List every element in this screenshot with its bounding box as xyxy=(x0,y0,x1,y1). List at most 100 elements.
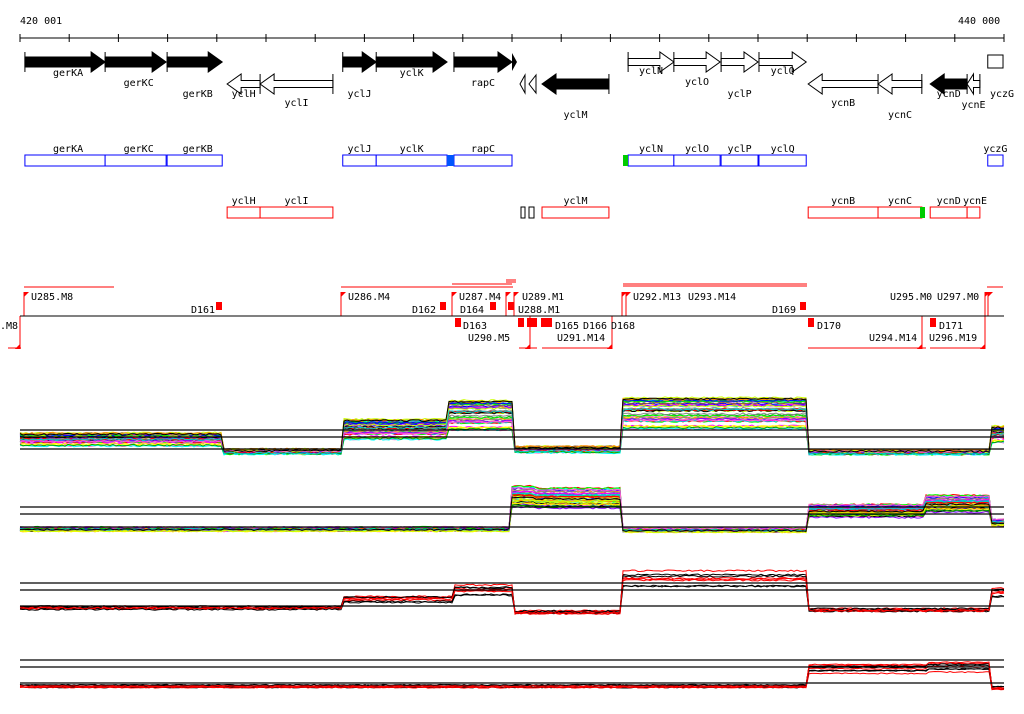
gene-arrow-yclN xyxy=(627,51,675,73)
profile-line xyxy=(19,496,1005,532)
ruler-end-label: 440 000 xyxy=(958,16,1000,27)
segment-label: U288.M1 xyxy=(518,305,560,316)
segment-label: D164 xyxy=(460,305,484,316)
segment-label: D161 xyxy=(191,305,215,316)
segment-up-flag xyxy=(341,292,346,297)
segment-up-flag xyxy=(452,292,457,297)
gene-label-yczG: yczG xyxy=(990,89,1014,100)
segment-label: D170 xyxy=(817,321,841,332)
segment-up-flag xyxy=(24,292,29,297)
segment-label: U291.M14 xyxy=(557,333,605,344)
gene-label-yclM: yclM xyxy=(563,110,587,121)
gene-arrow-ycnD xyxy=(929,73,968,95)
small-gene-arrow xyxy=(519,73,526,95)
segment-label: U292.M13 xyxy=(633,292,681,303)
gene-box-gerKC xyxy=(104,154,167,167)
gene-box-yclN xyxy=(627,154,675,167)
segment-label: D166 xyxy=(583,321,607,332)
gene-label-yclN: yclN xyxy=(639,66,663,77)
small-gene-arrow xyxy=(512,53,517,71)
gene-label-yclI: yclI xyxy=(285,98,309,109)
gene-label-yclQ: yclQ xyxy=(771,66,795,77)
segment-down-marker xyxy=(490,302,496,310)
gene-box-label-yczG: yczG xyxy=(983,144,1007,155)
gene-box-label-gerKA: gerKA xyxy=(53,144,83,155)
gene-arrow-yclK xyxy=(375,51,448,73)
segment-label: U286.M4 xyxy=(348,292,390,303)
segment-end-flag xyxy=(980,344,985,349)
gene-box-yclH xyxy=(226,206,261,219)
small-gene-arrow xyxy=(528,73,537,95)
segment-label: D162 xyxy=(412,305,436,316)
gene-box-label-yclN: yclN xyxy=(639,144,663,155)
segment-label: U293.M14 xyxy=(688,292,736,303)
segment-label: D169 xyxy=(772,305,796,316)
gene-box-label-ycnD: ycnD xyxy=(937,196,961,207)
gene-box-ycnD xyxy=(929,206,968,219)
profile-line xyxy=(19,663,1005,688)
gene-box-label-yclK: yclK xyxy=(400,144,424,155)
profile-panel-2 xyxy=(19,484,1005,534)
box-highlight xyxy=(623,155,628,166)
segment-down-marker xyxy=(808,318,814,327)
segment-up-flag xyxy=(988,292,993,297)
gene-box-yclJ xyxy=(342,154,377,167)
segment-label: U297.M0 xyxy=(937,292,979,303)
segment-label: .M8 xyxy=(0,321,18,332)
gene-label-rapC: rapC xyxy=(471,78,495,89)
segment-down-marker xyxy=(440,302,446,310)
gene-label-yclP: yclP xyxy=(728,89,752,100)
segment-label: D168 xyxy=(611,321,635,332)
gene-box-label-yclI: yclI xyxy=(285,196,309,207)
segment-down-marker xyxy=(455,318,461,327)
segment-down-marker xyxy=(508,302,514,310)
gene-box-label-yclP: yclP xyxy=(728,144,752,155)
gene-label-gerKC: gerKC xyxy=(124,78,154,89)
segment-down-marker xyxy=(930,318,936,327)
segment-label: D165 xyxy=(555,321,579,332)
gene-box-yclO xyxy=(673,154,721,167)
gene-box-label-gerKC: gerKC xyxy=(124,144,154,155)
gene-box-label-yclM: yclM xyxy=(563,196,587,207)
gene-arrow-ycnB xyxy=(807,73,879,95)
profile-line xyxy=(19,665,1005,691)
segment-label: U295.M0 xyxy=(890,292,932,303)
gene-box-gerKA xyxy=(24,154,106,167)
gene-arrow-rapC xyxy=(453,51,513,73)
segment-label: U294.M14 xyxy=(869,333,917,344)
gene-box-label-ycnC: ycnC xyxy=(888,196,912,207)
segment-up-flag xyxy=(514,292,519,297)
gene-arrow-gerKA xyxy=(24,51,106,73)
gene-box-label-yclO: yclO xyxy=(685,144,709,155)
gene-arrow-yclP xyxy=(720,51,759,73)
segment-markers xyxy=(8,279,1003,349)
expression-profiles xyxy=(19,396,1005,691)
gene-label-ycnC: ycnC xyxy=(888,110,912,121)
segment-label: D171 xyxy=(939,321,963,332)
gene-box-yclP xyxy=(720,154,759,167)
gene-box-yclK xyxy=(375,154,448,167)
gene-arrow-yclJ xyxy=(342,51,378,73)
profile-line xyxy=(19,661,1005,690)
profile-line xyxy=(19,407,1005,456)
gene-arrow-gerKB xyxy=(166,51,224,73)
segment-end-flag xyxy=(607,344,612,349)
profile-panel-3 xyxy=(19,569,1005,616)
coordinate-ruler: 420 001 440 000 xyxy=(19,16,1005,42)
gene-arrow-yclH xyxy=(226,73,261,95)
segment-label: U285.M8 xyxy=(31,292,73,303)
profile-panel-1 xyxy=(19,396,1005,456)
gene-label-ycnD: ycnD xyxy=(937,89,961,100)
segment-end-flag xyxy=(15,344,20,349)
segment-up-flag xyxy=(506,292,511,297)
gene-box-rapC xyxy=(453,154,513,167)
segment-up-flag xyxy=(626,292,631,297)
gene-arrow-yclI xyxy=(259,73,334,95)
gene-box-ycnE xyxy=(966,206,981,219)
segment-down-marker xyxy=(216,302,222,310)
gene-box-label-rapC: rapC xyxy=(471,144,495,155)
profile-line xyxy=(19,504,1005,531)
gene-box-ycnC xyxy=(877,206,923,219)
